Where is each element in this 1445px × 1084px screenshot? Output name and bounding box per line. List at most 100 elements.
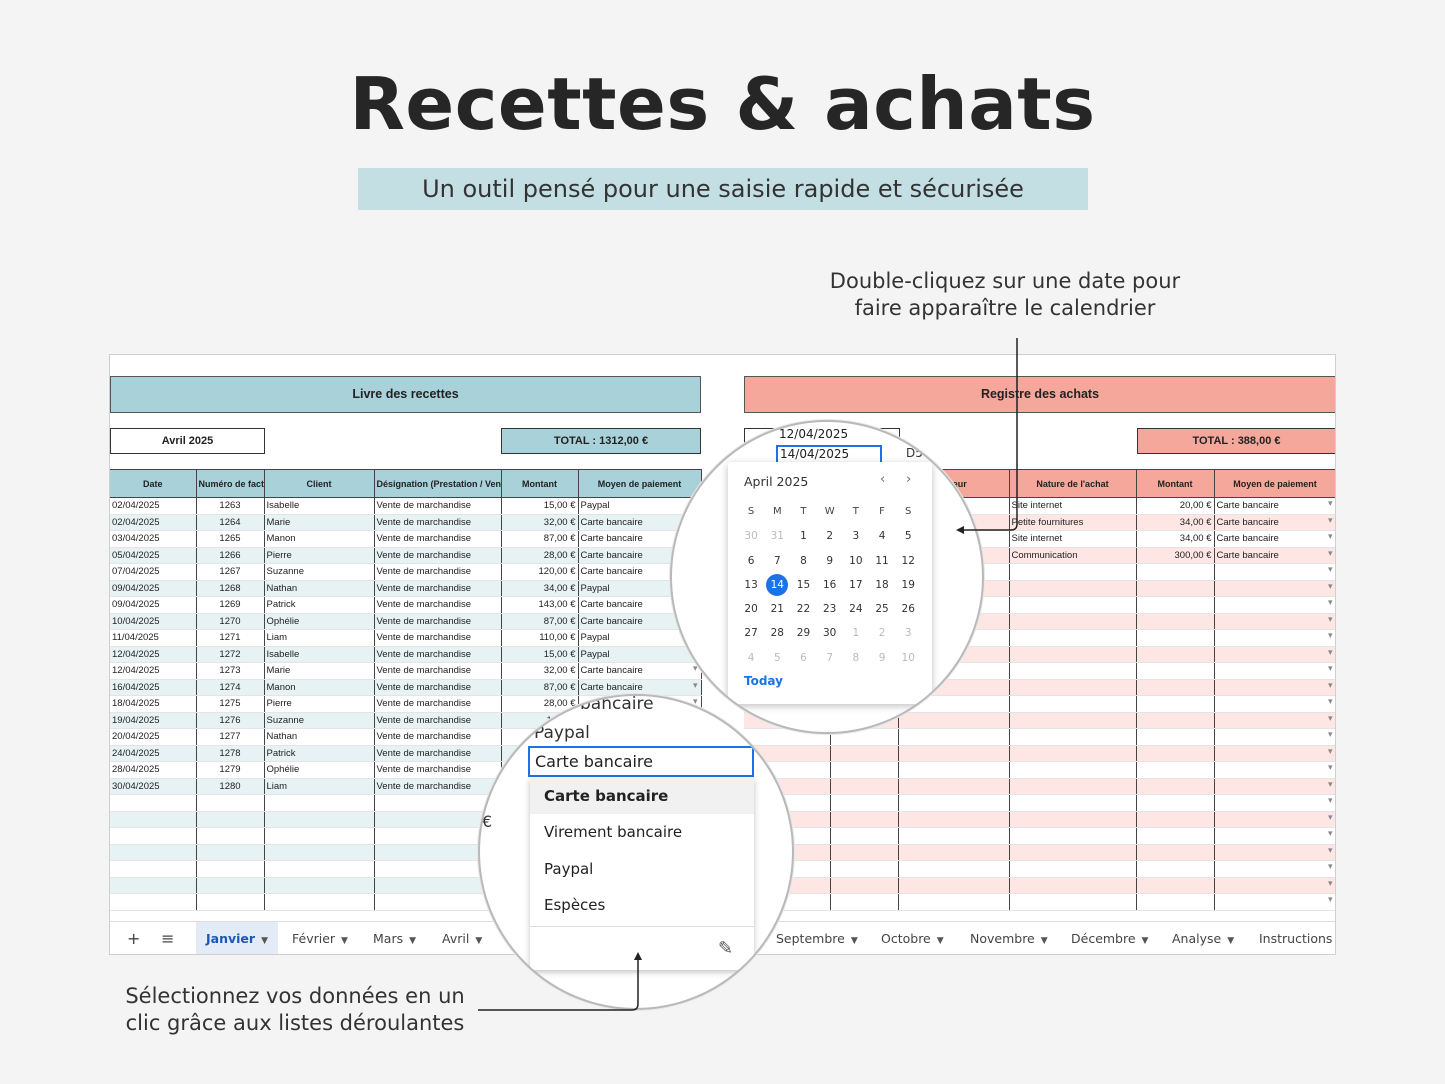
table-cell[interactable] (264, 844, 375, 861)
table-cell[interactable] (898, 844, 1010, 861)
table-cell[interactable] (1009, 662, 1137, 680)
table-cell[interactable] (1136, 860, 1215, 878)
table-cell[interactable]: Communication (1009, 547, 1137, 564)
table-cell[interactable] (1136, 646, 1215, 663)
table-cell[interactable] (898, 794, 1010, 812)
table-cell[interactable]: Site internet (1009, 497, 1137, 515)
calendar-day[interactable]: 10 (901, 651, 915, 664)
calendar-day[interactable]: 9 (826, 554, 833, 567)
table-cell[interactable] (1136, 695, 1215, 713)
table-cell[interactable] (1214, 695, 1335, 713)
calendar-day[interactable]: 1 (800, 530, 807, 543)
table-cell[interactable]: 02/04/2025 (110, 514, 197, 531)
table-cell[interactable] (196, 844, 265, 861)
table-cell[interactable] (110, 811, 197, 828)
chevron-right-icon[interactable]: › (906, 472, 912, 487)
table-cell[interactable] (1214, 596, 1335, 614)
calendar-day[interactable]: 5 (773, 651, 781, 664)
table-cell[interactable] (1214, 646, 1335, 663)
table-cell[interactable] (1136, 877, 1215, 894)
table-cell[interactable]: 1267 (196, 563, 265, 581)
table-cell[interactable]: Paypal (578, 646, 702, 663)
table-cell[interactable]: 24/04/2025 (110, 745, 197, 762)
table-cell[interactable] (1214, 679, 1335, 696)
table-cell[interactable] (1009, 728, 1137, 746)
table-cell[interactable] (196, 860, 265, 878)
table-cell[interactable] (1214, 860, 1335, 878)
table-cell[interactable] (1136, 844, 1215, 861)
table-cell[interactable]: 28,00 € (501, 547, 579, 564)
table-cell[interactable]: 32,00 € (501, 662, 579, 680)
table-cell[interactable]: Vente de marchandise (374, 695, 502, 713)
table-cell[interactable]: Manon (264, 679, 375, 696)
table-cell[interactable] (1009, 745, 1137, 762)
table-cell[interactable]: Vente de marchandise (374, 679, 502, 696)
table-cell[interactable]: 12/04/2025 (110, 662, 197, 680)
calendar-day[interactable]: 1 (852, 627, 860, 640)
table-cell[interactable] (196, 811, 265, 828)
table-cell[interactable]: Nathan (264, 580, 375, 597)
table-cell[interactable] (110, 877, 197, 894)
calendar-day[interactable]: 6 (747, 554, 755, 567)
tab-novembre[interactable]: Novembre▼ (970, 922, 1048, 954)
table-cell[interactable] (264, 794, 375, 812)
table-cell[interactable] (1136, 827, 1215, 845)
calendar-day[interactable]: 17 (849, 578, 863, 591)
table-cell[interactable]: 87,00 € (501, 613, 579, 630)
table-cell[interactable] (264, 893, 375, 911)
table-cell[interactable] (374, 893, 502, 911)
calendar-day[interactable]: 7 (826, 651, 833, 664)
chevron-left-icon[interactable]: ‹ (880, 472, 886, 487)
table-cell[interactable] (830, 761, 899, 779)
table-cell[interactable]: Patrick (264, 745, 375, 762)
calendar-day[interactable]: 29 (796, 627, 811, 640)
table-cell[interactable]: 1280 (196, 778, 265, 795)
table-cell[interactable]: 1278 (196, 745, 265, 762)
table-cell[interactable]: 1275 (196, 695, 265, 713)
table-cell[interactable] (1009, 844, 1137, 861)
today-button[interactable]: Today (744, 674, 783, 688)
table-cell[interactable] (1214, 794, 1335, 812)
calendar-day[interactable]: 5 (904, 530, 912, 543)
table-cell[interactable]: 20,00 € (1136, 497, 1215, 515)
table-cell[interactable] (830, 778, 899, 795)
table-cell[interactable] (1136, 745, 1215, 762)
table-cell[interactable]: 1276 (196, 712, 265, 729)
calendar-day[interactable]: 3 (904, 627, 912, 640)
table-cell[interactable] (1214, 827, 1335, 845)
table-cell[interactable]: Isabelle (264, 646, 375, 663)
table-cell[interactable] (1009, 712, 1137, 729)
table-cell[interactable]: 03/04/2025 (110, 530, 197, 548)
table-cell[interactable] (830, 811, 899, 828)
table-cell[interactable]: 09/04/2025 (110, 596, 197, 614)
table-cell[interactable] (110, 794, 197, 812)
table-cell[interactable]: Petite fournitures (1009, 514, 1137, 531)
table-cell[interactable] (830, 794, 899, 812)
table-cell[interactable]: Vente de marchandise (374, 761, 502, 779)
tab-analyse[interactable]: Analyse▼ (1172, 922, 1234, 954)
calendar-day[interactable]: 22 (796, 603, 811, 616)
table-cell[interactable]: Liam (264, 778, 375, 795)
table-cell[interactable] (898, 712, 1010, 729)
table-cell[interactable] (1009, 629, 1137, 647)
add-sheet-button[interactable]: + (127, 929, 141, 948)
table-cell[interactable] (830, 860, 899, 878)
table-cell[interactable] (1136, 563, 1215, 581)
table-cell[interactable]: 20/04/2025 (110, 728, 197, 746)
table-cell[interactable]: Marie (264, 514, 375, 531)
tab-octobre[interactable]: Octobre▼ (881, 922, 944, 954)
selected-day[interactable]: 14 (766, 573, 789, 596)
all-sheets-menu-icon[interactable]: ≡ (161, 929, 175, 948)
table-cell[interactable]: Vente de marchandise (374, 580, 502, 597)
table-cell[interactable] (898, 860, 1010, 878)
table-cell[interactable]: Vente de marchandise (374, 712, 502, 729)
calendar-day[interactable]: 24 (849, 603, 863, 616)
table-cell[interactable] (1214, 613, 1335, 630)
table-cell[interactable]: 1273 (196, 662, 265, 680)
table-cell[interactable] (374, 811, 502, 828)
table-cell[interactable]: 15,00 € (501, 497, 579, 515)
calendar-day[interactable]: 11 (875, 554, 889, 567)
calendar-day[interactable]: 20 (744, 603, 758, 616)
table-cell[interactable]: 1277 (196, 728, 265, 746)
table-cell[interactable] (1009, 811, 1137, 828)
